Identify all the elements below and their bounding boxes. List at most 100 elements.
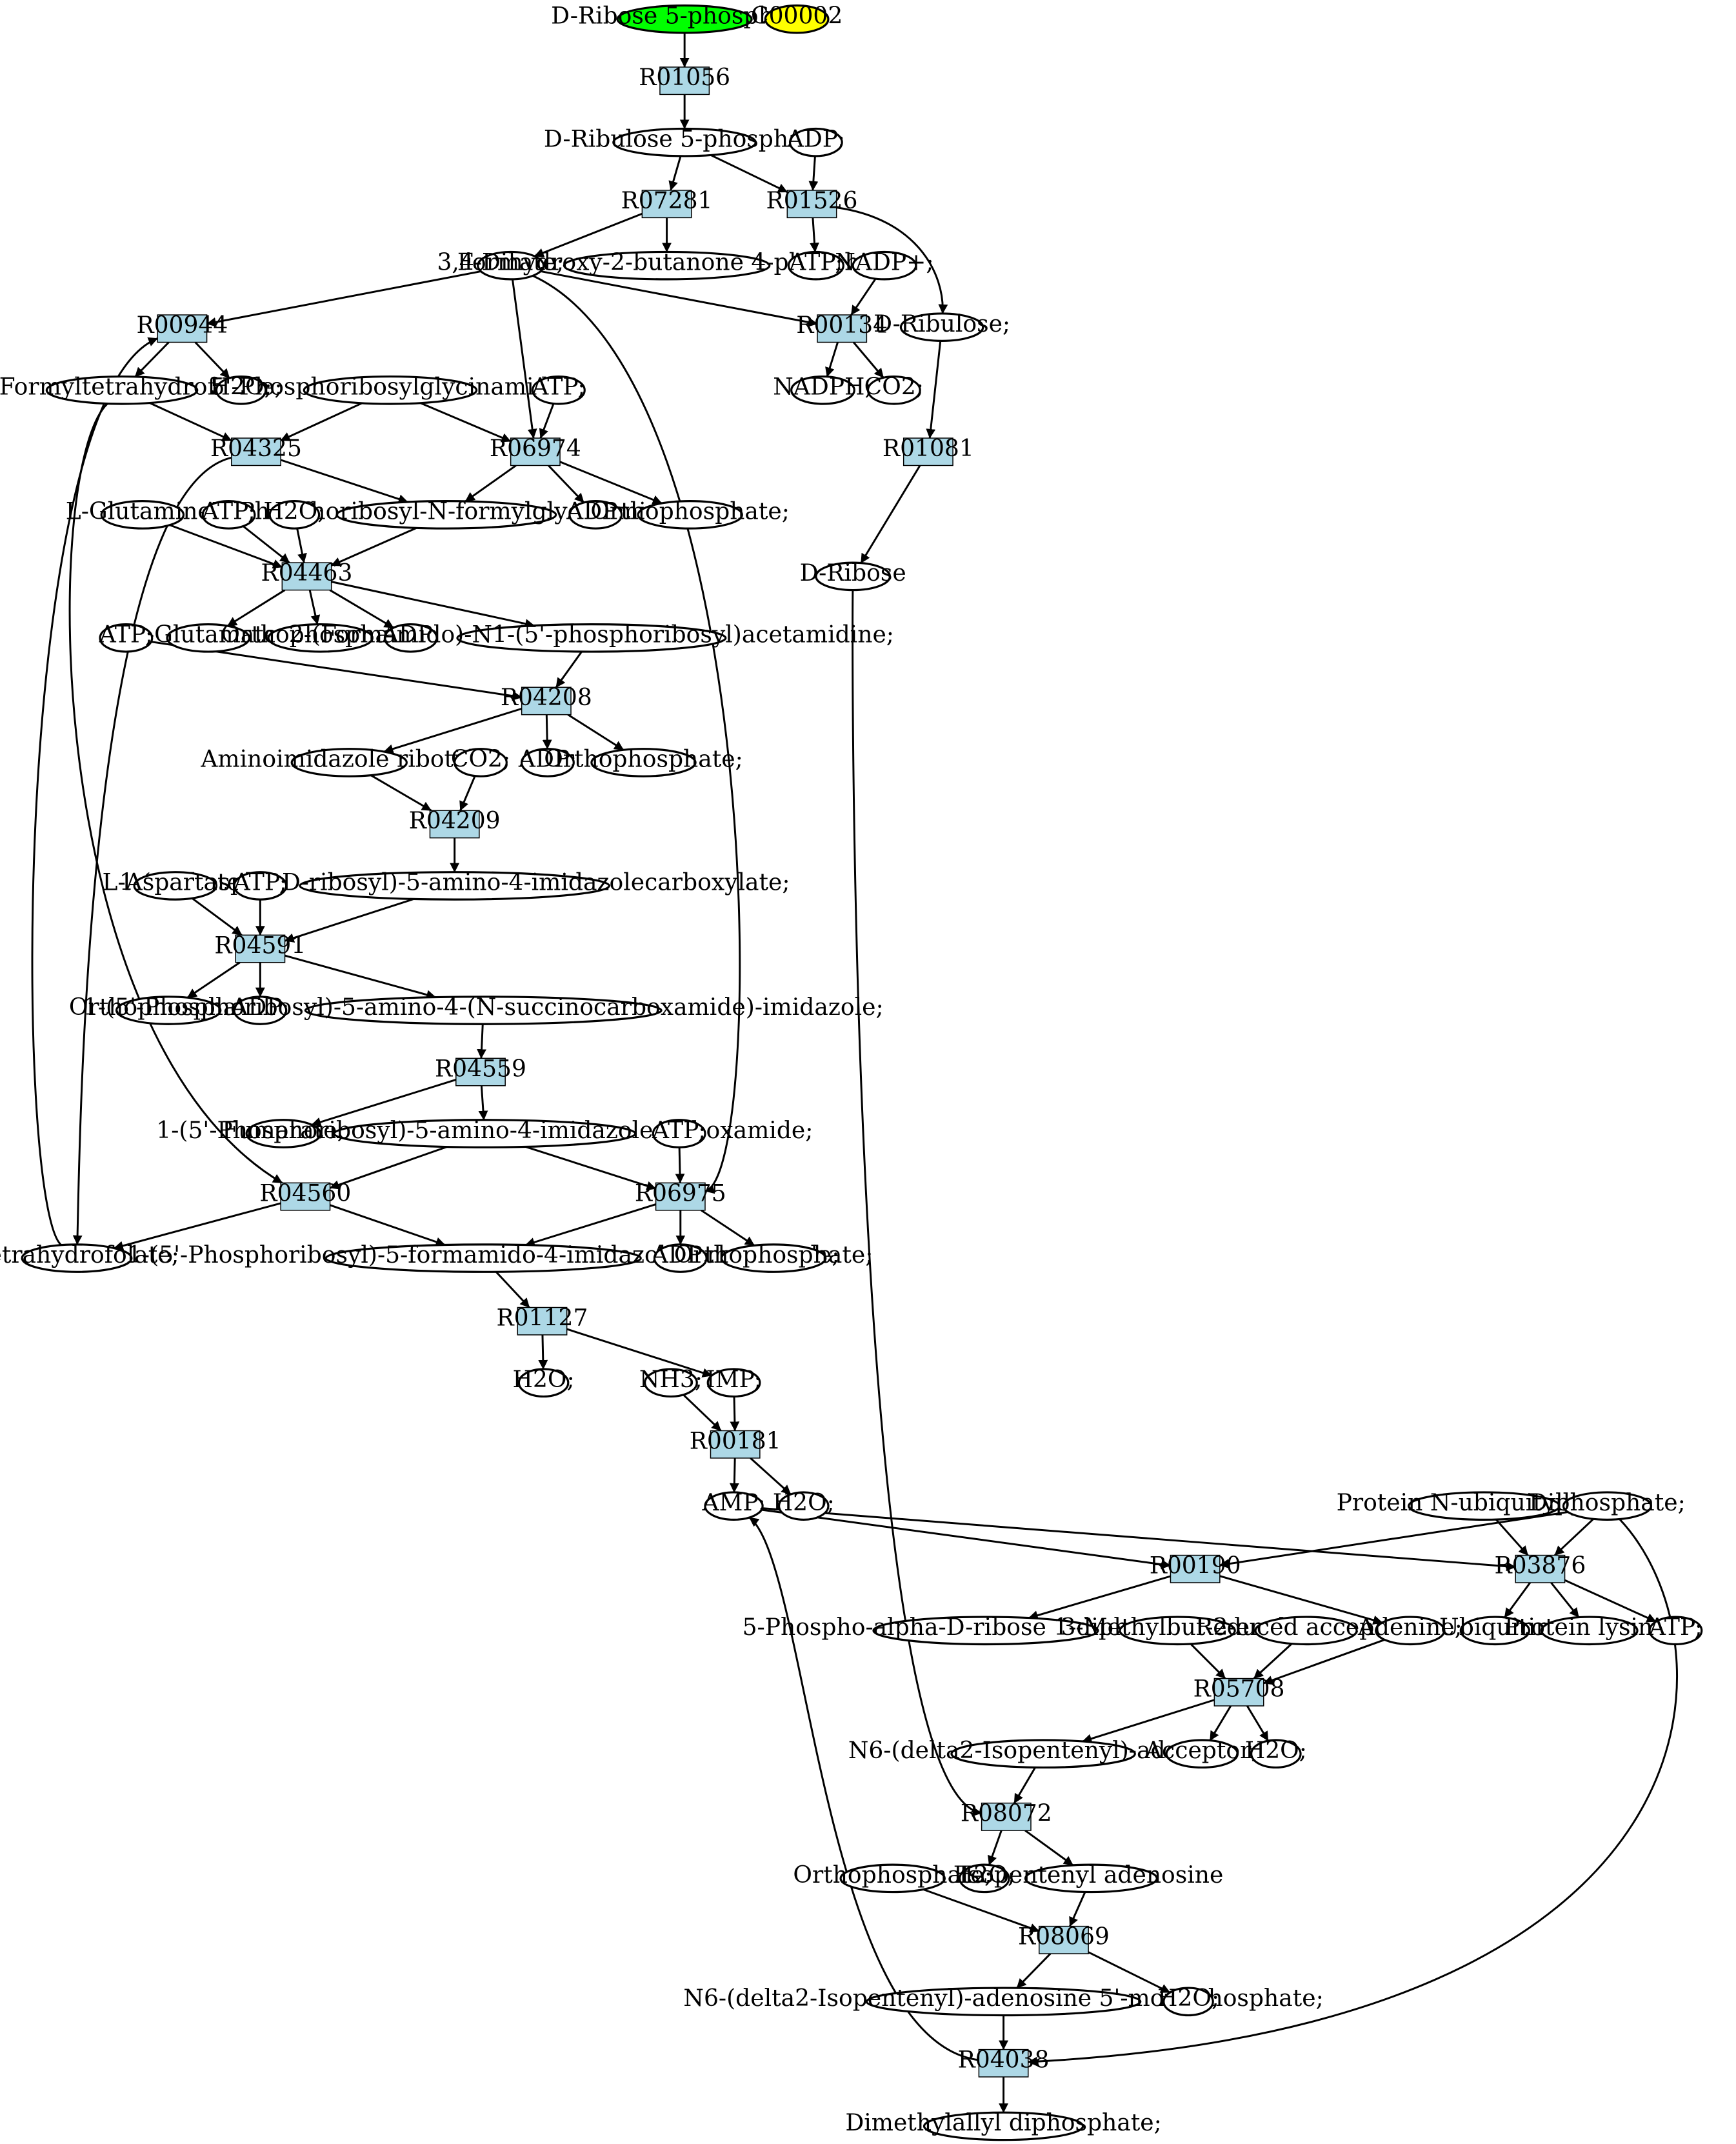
compound-node-h2o3[interactable]: H2O; bbox=[513, 1366, 575, 1398]
edge-r-R00181-to-c-h2o4 bbox=[750, 1457, 792, 1496]
reaction-node-r01081[interactable]: R01081 bbox=[883, 435, 974, 466]
compound-node-faicar[interactable]: 1-(5'-Phosphoribosyl)-5-formamido-4-imid… bbox=[127, 1241, 840, 1273]
compound-node-pbga[interactable]: 5'-Phosphoribosylglycinamide; bbox=[210, 374, 571, 405]
compound-node-adp6[interactable]: ADP; bbox=[651, 1241, 710, 1273]
compound-node-lasp[interactable]: L-Aspartate; bbox=[103, 869, 248, 901]
compound-node-atp4[interactable]: ATP; bbox=[99, 621, 154, 653]
compound-node-dribose[interactable]: D-Ribose bbox=[800, 559, 906, 592]
compound-label: H2O; bbox=[1157, 1985, 1219, 2012]
compound-node-atp6[interactable]: ATP; bbox=[652, 1117, 706, 1148]
compound-node-saicar[interactable]: 1-(5'-Phosphoribosyl)-5-amino-4-(N-succi… bbox=[83, 994, 884, 1025]
compound-node-nadp[interactable]: NADP+; bbox=[835, 248, 934, 281]
reaction-node-r07281[interactable]: R07281 bbox=[621, 187, 713, 219]
reaction-node-r08072[interactable]: R08072 bbox=[961, 1800, 1052, 1831]
reaction-label: R01056 bbox=[639, 64, 730, 91]
compound-node-ipado[interactable]: Isopentenyl adenosine bbox=[959, 1861, 1223, 1894]
reaction-node-r04208[interactable]: R04208 bbox=[501, 684, 592, 716]
compound-node-h2o4[interactable]: H2O; bbox=[773, 1489, 835, 1521]
edge-r-R05708-to-c-ipade bbox=[1082, 1699, 1215, 1743]
edge-c-atp2-to-r-R06974 bbox=[539, 403, 555, 439]
compound-node-h2o2[interactable]: H2O; bbox=[263, 498, 325, 530]
compound-node-thf[interactable]: Tetrahydrofolate; bbox=[0, 1241, 179, 1273]
reaction-node-r01056[interactable]: R01056 bbox=[639, 64, 730, 95]
compound-node-atp5[interactable]: ATP; bbox=[233, 869, 288, 901]
compound-node-ubiquitin[interactable]: Ubiquitin bbox=[1439, 1614, 1550, 1646]
reaction-node-r00190[interactable]: R00190 bbox=[1150, 1552, 1241, 1583]
compound-node-h2o1[interactable]: H2O; bbox=[210, 374, 272, 405]
compound-node-atp1[interactable]: ATP; bbox=[787, 248, 844, 281]
compound-node-nh3[interactable]: NH3; bbox=[639, 1366, 703, 1398]
compound-node-adp1[interactable]: ADP; bbox=[786, 125, 845, 157]
reaction-node-r06974[interactable]: R06974 bbox=[490, 435, 581, 466]
reaction-node-r00134[interactable]: R00134 bbox=[796, 312, 888, 343]
edge-r-R00134-to-c-co2a bbox=[852, 341, 884, 379]
reaction-node-r00944[interactable]: R00944 bbox=[136, 312, 228, 343]
compound-node-atp2[interactable]: ATP; bbox=[531, 374, 586, 405]
reaction-label: R00134 bbox=[796, 312, 888, 339]
reaction-node-r04463[interactable]: R04463 bbox=[261, 559, 353, 591]
compound-node-pi6[interactable]: Orthophosphate; bbox=[793, 1861, 992, 1894]
compound-node-protlys[interactable]: Protein lysine; bbox=[1504, 1614, 1675, 1646]
reaction-node-r06975[interactable]: R06975 bbox=[635, 1179, 726, 1211]
compound-node-lgln[interactable]: L-Glutamine; bbox=[66, 498, 219, 530]
compound-node-fgam[interactable]: 2-(Formamido)-N1-(5'-phosphoribosyl)acet… bbox=[289, 621, 894, 653]
compound-node-c00002[interactable]: C00002 bbox=[751, 2, 843, 34]
compound-node-dribulose[interactable]: D-Ribulose; bbox=[873, 310, 1010, 342]
compound-node-nadph[interactable]: NADPH; bbox=[773, 374, 873, 405]
compound-node-ipamp[interactable]: N6-(delta2-Isopentenyl)-adenosine 5'-mon… bbox=[683, 1985, 1324, 2017]
compound-node-adenine[interactable]: Adenine; bbox=[1357, 1614, 1462, 1646]
compound-node-methylbutenal[interactable]: 3-Methylbut-2-enal; bbox=[1061, 1614, 1294, 1646]
compound-node-h2o6[interactable]: H2O; bbox=[953, 1861, 1015, 1894]
compound-node-co2a[interactable]: CO2; bbox=[864, 374, 924, 405]
edge-r-R04208-to-c-pi3 bbox=[567, 714, 624, 751]
edge-c-pbga-to-r-R04325 bbox=[280, 402, 363, 442]
reaction-node-r01526[interactable]: R01526 bbox=[766, 187, 858, 219]
reaction-node-r04560[interactable]: R04560 bbox=[259, 1179, 351, 1211]
compound-node-fumarate[interactable]: Fumarate; bbox=[222, 1117, 345, 1148]
compound-node-imp[interactable]: IMP; bbox=[706, 1366, 762, 1398]
compound-node-cair[interactable]: 1-(5-Phospho-D-ribosyl)-5-amino-4-imidaz… bbox=[119, 869, 790, 901]
compound-node-acceptor[interactable]: Acceptor; bbox=[1144, 1737, 1259, 1769]
reaction-node-r00181[interactable]: R00181 bbox=[690, 1427, 781, 1459]
reaction-node-r01127[interactable]: R01127 bbox=[497, 1304, 588, 1336]
compound-ellipse bbox=[865, 1987, 1142, 2017]
compound-ellipse bbox=[100, 500, 185, 530]
compound-node-adp2[interactable]: ADP; bbox=[566, 498, 624, 530]
reaction-node-r08069[interactable]: R08069 bbox=[1018, 1923, 1110, 1954]
compound-node-pi3[interactable]: Orthophosphate; bbox=[544, 746, 743, 777]
compound-node-h2o5[interactable]: H2O; bbox=[1245, 1737, 1307, 1769]
reaction-node-r04325[interactable]: R04325 bbox=[210, 435, 302, 466]
compound-ellipse bbox=[899, 312, 984, 342]
reaction-node-r04591[interactable]: R04591 bbox=[214, 932, 306, 963]
compound-ellipse bbox=[720, 1243, 827, 1273]
reaction-node-r03876[interactable]: R03876 bbox=[1494, 1552, 1586, 1583]
compound-node-aicar[interactable]: 1-(5'-Phosphoribosyl)-5-amino-4-imidazol… bbox=[156, 1117, 813, 1148]
compound-label: ATP; bbox=[531, 374, 585, 401]
compound-node-amp[interactable]: AMP; bbox=[701, 1489, 766, 1521]
compound-label: 1-(5'-Phosphoribosyl)-5-amino-4-imidazol… bbox=[156, 1117, 813, 1144]
edge-c-ribulose5p-to-r-R07281 bbox=[668, 155, 682, 191]
compound-node-ribulose5p[interactable]: D-Ribulose 5-phosphate bbox=[544, 125, 826, 157]
compound-node-h2o7[interactable]: H2O; bbox=[1157, 1985, 1219, 2017]
reaction-node-r04559[interactable]: R04559 bbox=[435, 1055, 526, 1087]
reaction-box bbox=[1213, 1678, 1264, 1707]
compound-node-lglu[interactable]: L-Glutamate; bbox=[131, 621, 285, 653]
compound-node-pi5[interactable]: Orthophosphate; bbox=[674, 1241, 873, 1273]
compound-node-atp3[interactable]: ATP; bbox=[201, 498, 256, 530]
compound-node-adp4[interactable]: ADP; bbox=[518, 746, 577, 777]
compound-node-formate[interactable]: Formate; bbox=[457, 248, 564, 281]
compound-node-adp3[interactable]: ADP; bbox=[381, 621, 440, 653]
reaction-node-r04209[interactable]: R04209 bbox=[409, 807, 501, 839]
compound-node-pi1[interactable]: Orthophosphate; bbox=[590, 498, 790, 530]
compound-node-air[interactable]: Aminoimidazole ribotide; bbox=[200, 746, 497, 777]
compound-node-ppi[interactable]: Diphosphate; bbox=[1529, 1489, 1686, 1521]
compound-node-atp7[interactable]: ATP; bbox=[1648, 1614, 1703, 1646]
compound-node-dmapp[interactable]: Dimethylallyl diphosphate; bbox=[845, 2109, 1162, 2141]
reaction-node-r04038[interactable]: R04038 bbox=[958, 2047, 1050, 2078]
compound-label: L-Aspartate; bbox=[103, 869, 248, 896]
reaction-node-r05708[interactable]: R05708 bbox=[1193, 1676, 1285, 1707]
compound-node-adp5[interactable]: ADP; bbox=[230, 994, 289, 1025]
compound-label: Orthophosphate; bbox=[544, 746, 743, 773]
compound-node-co2b[interactable]: CO2; bbox=[451, 746, 510, 777]
reaction-label: R06975 bbox=[635, 1179, 726, 1207]
